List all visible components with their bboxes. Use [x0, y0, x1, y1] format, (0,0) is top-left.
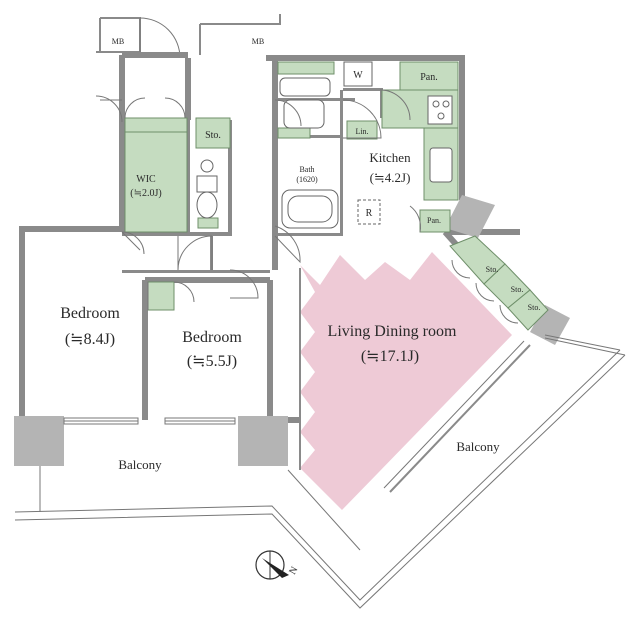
compass — [255, 550, 289, 580]
bedroom2-size: (≒5.5J) — [187, 353, 237, 370]
outer-walls — [19, 52, 520, 470]
balcony-right-label: Balcony — [456, 439, 500, 454]
windows — [63, 340, 531, 493]
laundry-sink — [283, 99, 325, 129]
wic-size: (≒2.0J) — [130, 188, 161, 199]
wic-area — [124, 131, 188, 233]
bath-size: (1620) — [296, 175, 318, 184]
kitchen-sink — [429, 147, 453, 183]
stove — [427, 95, 453, 125]
fridge-label: R — [366, 208, 373, 219]
compass-north-label: N — [287, 565, 300, 577]
fixtures — [196, 61, 453, 229]
toilet-tank — [196, 175, 218, 193]
kitchen-size: (≒4.2J) — [370, 170, 411, 185]
storage-1-label: Sto. — [486, 265, 499, 274]
pillar-middle — [238, 416, 288, 466]
bedroom2-storage — [147, 281, 175, 311]
pillar-left — [14, 416, 64, 466]
storage-2-label: Sto. — [511, 285, 524, 294]
wc-shelf — [197, 217, 219, 229]
linen-area — [346, 120, 378, 140]
bath-label: Bath — [299, 165, 314, 174]
bath-entry-shelf — [277, 127, 311, 139]
pantry-top-label: Pan. — [420, 72, 438, 83]
bedroom2-label: Bedroom — [182, 329, 242, 346]
wash-basin — [200, 159, 214, 173]
living-storage-3 — [507, 289, 549, 331]
kitchen-label: Kitchen — [369, 150, 411, 165]
bedroom1-size: (≒8.4J) — [65, 331, 115, 348]
storage-hall-label: Sto. — [205, 130, 221, 141]
balconies — [14, 334, 626, 609]
pillar-kitchen — [445, 195, 495, 238]
laundry-shelf — [277, 61, 335, 75]
hall-storage — [195, 117, 231, 149]
pantry-bottom-label: Pan. — [427, 216, 441, 225]
wic-shelf — [124, 117, 188, 133]
storage-3-label: Sto. — [528, 303, 541, 312]
toilet — [196, 191, 218, 219]
living-label: Living Dining room — [328, 323, 457, 340]
fridge — [357, 199, 381, 225]
living-size: (≒17.1J) — [361, 348, 419, 365]
washer-box — [343, 61, 373, 87]
linen-label: Lin. — [355, 127, 368, 136]
mb-area — [96, 14, 281, 59]
bedroom1-label: Bedroom — [60, 305, 120, 322]
wic-label: WIC — [136, 174, 156, 185]
living-dining-area — [300, 252, 512, 510]
pantry-top-area — [399, 61, 459, 91]
vanity — [279, 77, 331, 97]
bath-wash-area — [287, 195, 333, 223]
balcony-left-label: Balcony — [118, 457, 162, 472]
washer-label: W — [353, 70, 363, 81]
mb-right-label: MB — [252, 37, 264, 46]
storage-areas — [124, 61, 549, 331]
labels: MB MB W Pan. Lin. Sto. Bath (1620) Kitch… — [60, 37, 540, 577]
mb-left-label: MB — [112, 37, 124, 46]
doors — [95, 89, 519, 324]
